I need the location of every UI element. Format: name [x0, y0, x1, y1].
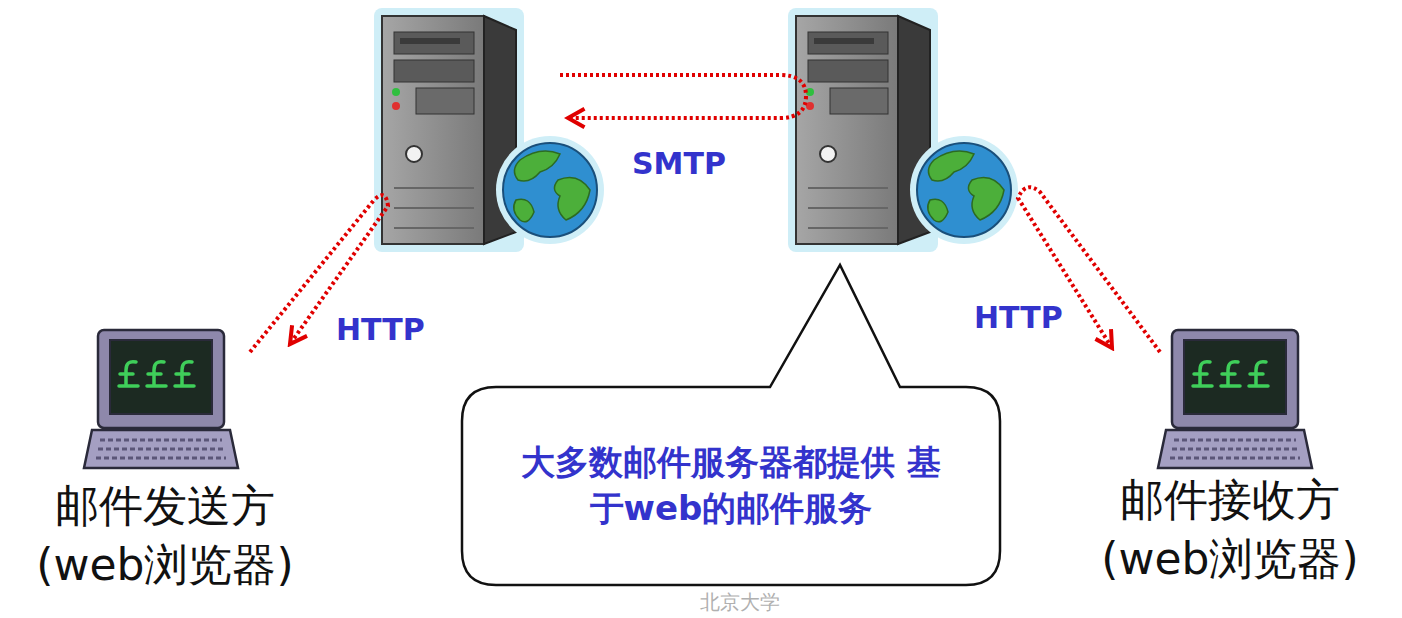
party-name: 邮件接收方 (web浏览器): [1080, 470, 1380, 589]
protocol-label: HTTP: [974, 300, 1063, 335]
callout-bubble: 大多数邮件服务器都提供 基于web的邮件服务: [462, 387, 1000, 585]
laptop-icon: [1158, 330, 1312, 468]
party-label: 邮件接收方 (web浏览器): [1080, 470, 1380, 589]
callout-outline: [462, 387, 1000, 585]
globe-icon: [910, 136, 1018, 244]
party-name: 邮件发送方 (web浏览器): [15, 476, 315, 595]
mail-server: [788, 8, 938, 252]
mail-server: [374, 8, 524, 252]
party-label: 邮件发送方 (web浏览器): [15, 476, 315, 595]
smtp-arrow: [560, 75, 806, 118]
callout-text: 大多数邮件服务器都提供 基于web的邮件服务: [516, 440, 946, 532]
laptop-icon: [84, 330, 238, 468]
protocol-label: HTTP: [336, 312, 425, 347]
watermark: 北京大学: [700, 589, 780, 616]
callout-shape: [462, 265, 1000, 585]
globe-icon: [496, 136, 604, 244]
protocol-label: SMTP: [632, 146, 726, 181]
